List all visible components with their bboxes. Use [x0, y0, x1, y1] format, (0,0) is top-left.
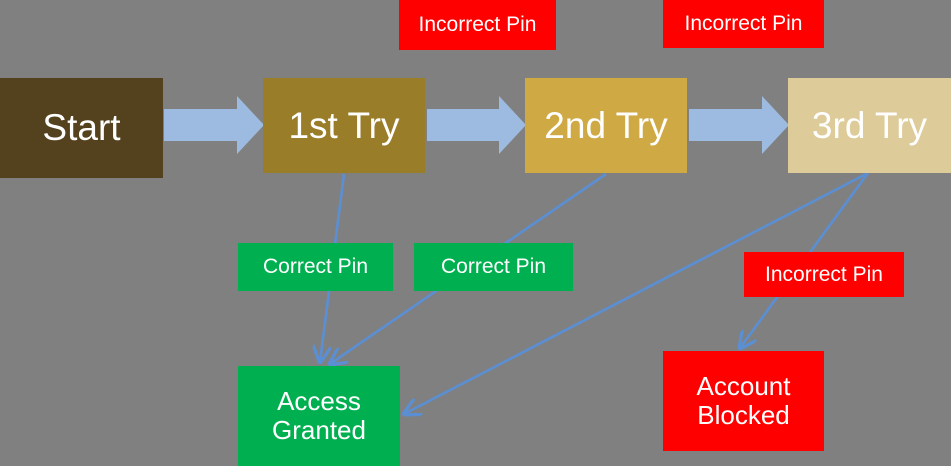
node-access-granted[interactable]: Access Granted [238, 366, 400, 466]
node-try2-label: 2nd Try [544, 104, 668, 146]
node-access-granted-label: Access Granted [272, 385, 366, 445]
node-try2[interactable]: 2nd Try [525, 78, 687, 173]
block-arrow-start-to-try1 [164, 96, 264, 154]
edge-try3-to-access-granted [404, 171, 869, 414]
edge-label-incorrect-pin-3-text: Incorrect Pin [765, 262, 883, 286]
edge-label-incorrect-pin-3[interactable]: Incorrect Pin [744, 252, 904, 297]
edge-label-incorrect-pin-2[interactable]: Incorrect Pin [663, 0, 824, 48]
node-try1-label: 1st Try [288, 104, 400, 146]
node-account-blocked-label: Account Blocked [696, 370, 791, 430]
node-start-label: Start [42, 107, 121, 149]
node-try3[interactable]: 3rd Try [788, 78, 951, 173]
edge-label-correct-pin-2-text: Correct Pin [440, 255, 547, 279]
node-try1[interactable]: 1st Try [263, 78, 425, 173]
block-arrow-try2-to-try3 [689, 96, 789, 154]
node-start[interactable]: Start [0, 78, 163, 178]
edge-label-correct-pin-2[interactable]: Correct Pin [414, 243, 573, 291]
node-account-blocked[interactable]: Account Blocked [663, 351, 824, 451]
block-arrow-try1-to-try2 [427, 96, 526, 154]
edge-label-correct-pin-1[interactable]: Correct Pin [238, 243, 393, 291]
node-try3-label: 3rd Try [811, 104, 928, 146]
edge-label-incorrect-pin-2-text: Incorrect Pin [684, 12, 803, 36]
edge-label-incorrect-pin-1-text: Incorrect Pin [418, 13, 537, 37]
edge-label-incorrect-pin-1[interactable]: Incorrect Pin [399, 0, 556, 50]
edge-label-correct-pin-1-text: Correct Pin [262, 255, 369, 279]
